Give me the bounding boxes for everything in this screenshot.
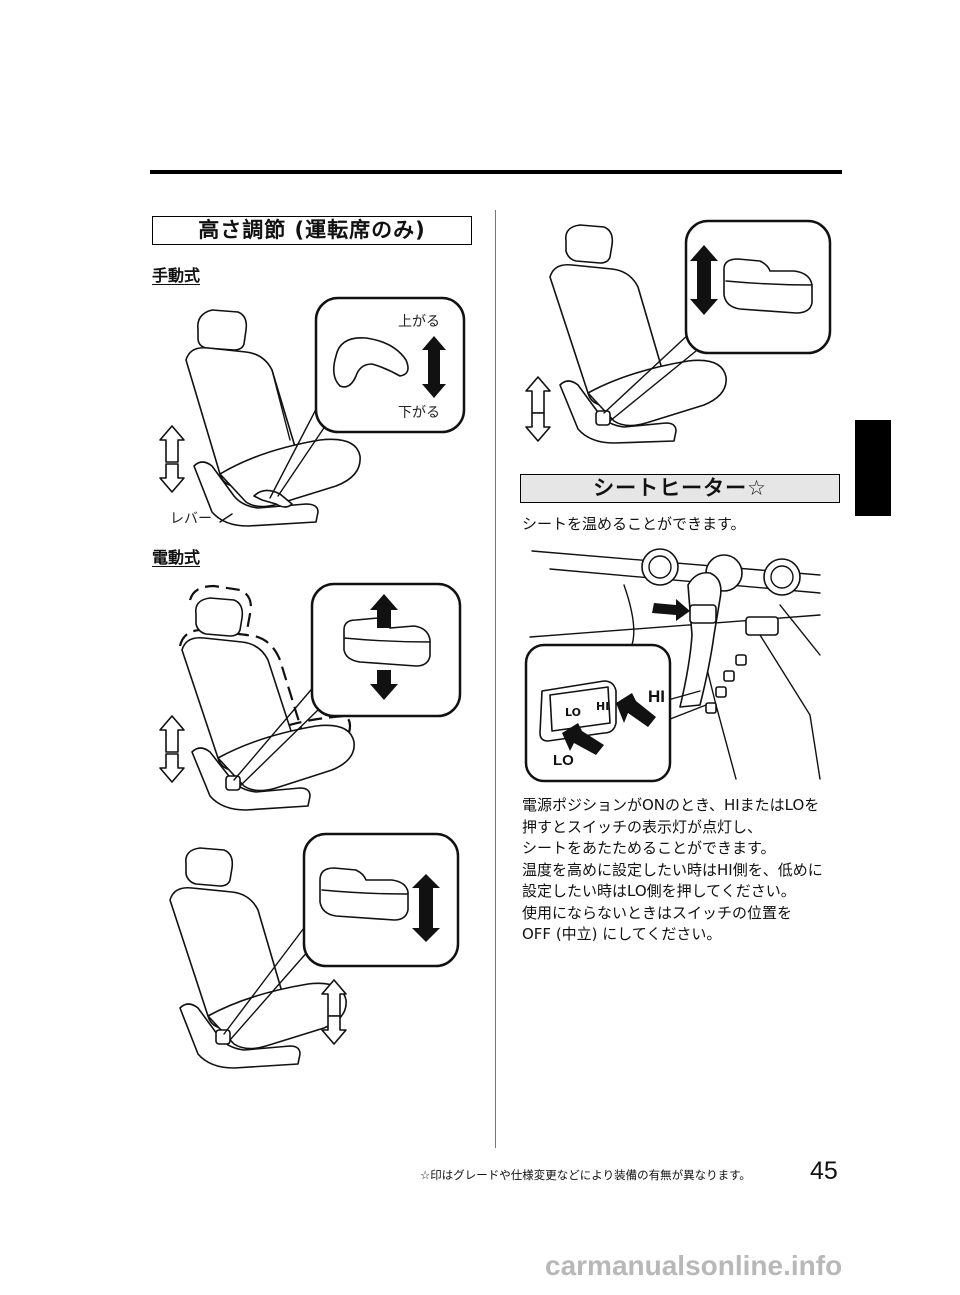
- seat-illustration: [185, 309, 361, 527]
- power-seat-right-figure: [525, 219, 832, 444]
- page-number: 45: [810, 1157, 838, 1185]
- pointer-arrow-icon: [652, 599, 690, 621]
- lever-icon: [253, 489, 293, 508]
- heater-body-text: 電源ポジションがONのとき、HIまたはLOを 押すとスイッチの表示灯が点灯し、 …: [522, 795, 823, 946]
- power-switch-icon: [595, 410, 611, 426]
- section-heading-seat-heater: シートヒーター☆: [520, 474, 840, 503]
- top-rule: [150, 170, 842, 174]
- body-line: 温度を高めに設定したい時はHI側を、低めに: [522, 860, 823, 879]
- up-down-arrows-icon: [159, 715, 185, 783]
- body-line: 押すとスイッチの表示灯が点灯し、: [522, 817, 763, 836]
- label-down: 下がる: [398, 405, 440, 421]
- up-down-arrows-icon: [525, 376, 551, 442]
- body-line: OFF (中立) にしてください。: [522, 925, 722, 943]
- body-line: 使用にならないときはスイッチの位置を: [522, 903, 793, 922]
- heater-switch-closeup-icon: [539, 680, 617, 742]
- column-divider: [495, 210, 496, 1148]
- power-switch-icon: [215, 1029, 231, 1045]
- manual-seat-figure: [159, 296, 466, 527]
- label-lever: レバー: [170, 511, 212, 527]
- watermark: carmanualsonline.info: [545, 1250, 843, 1281]
- chapter-tab: [855, 420, 891, 516]
- up-arrow-icon: [370, 594, 398, 628]
- seat-illustration: [549, 224, 727, 444]
- power-seat-height-figure: [169, 832, 460, 1069]
- switch-hi-label: HI: [596, 700, 610, 713]
- up-down-arrow-icon: [412, 874, 440, 942]
- lo-press-arrow-icon: [562, 723, 604, 755]
- subheading-manual: 手動式: [152, 266, 201, 285]
- power-seat-figure: [159, 582, 462, 811]
- hi-callout: HI: [648, 687, 665, 706]
- body-line: 電源ポジションがONのとき、HIまたはLOを: [522, 796, 820, 814]
- body-line: シートをあたためることができます。: [522, 839, 776, 857]
- down-arrow-icon: [370, 670, 398, 700]
- up-down-arrow-icon: [321, 979, 347, 1045]
- lo-callout: LO: [553, 752, 574, 769]
- footer-note: ☆印はグレードや仕様変更などにより装備の有無が異なります。: [420, 1168, 751, 1182]
- switch-lo-label: LO: [565, 706, 581, 719]
- heater-switch-figure: [524, 548, 821, 783]
- lever-closeup-icon: [332, 337, 409, 388]
- power-switch-closeup-icon: [723, 258, 813, 314]
- up-down-arrow-icon: [690, 245, 718, 315]
- section-heading-height-adjust: 高さ調節 (運転席のみ): [152, 216, 472, 245]
- subheading-power: 電動式: [152, 548, 201, 567]
- body-line: 設定したい時はLO側を押してください。: [522, 882, 796, 900]
- up-down-arrow-icon: [422, 336, 446, 398]
- heater-intro-text: シートを温めることができます。: [522, 515, 746, 533]
- power-switch-closeup-icon: [319, 867, 409, 921]
- power-switch-icon: [225, 775, 241, 791]
- hi-press-arrow-icon: [616, 693, 656, 727]
- console-illustration: [529, 548, 821, 780]
- up-down-arrows-icon: [159, 425, 185, 493]
- power-switch-closeup-icon: [343, 617, 431, 667]
- label-up: 上がる: [398, 314, 440, 330]
